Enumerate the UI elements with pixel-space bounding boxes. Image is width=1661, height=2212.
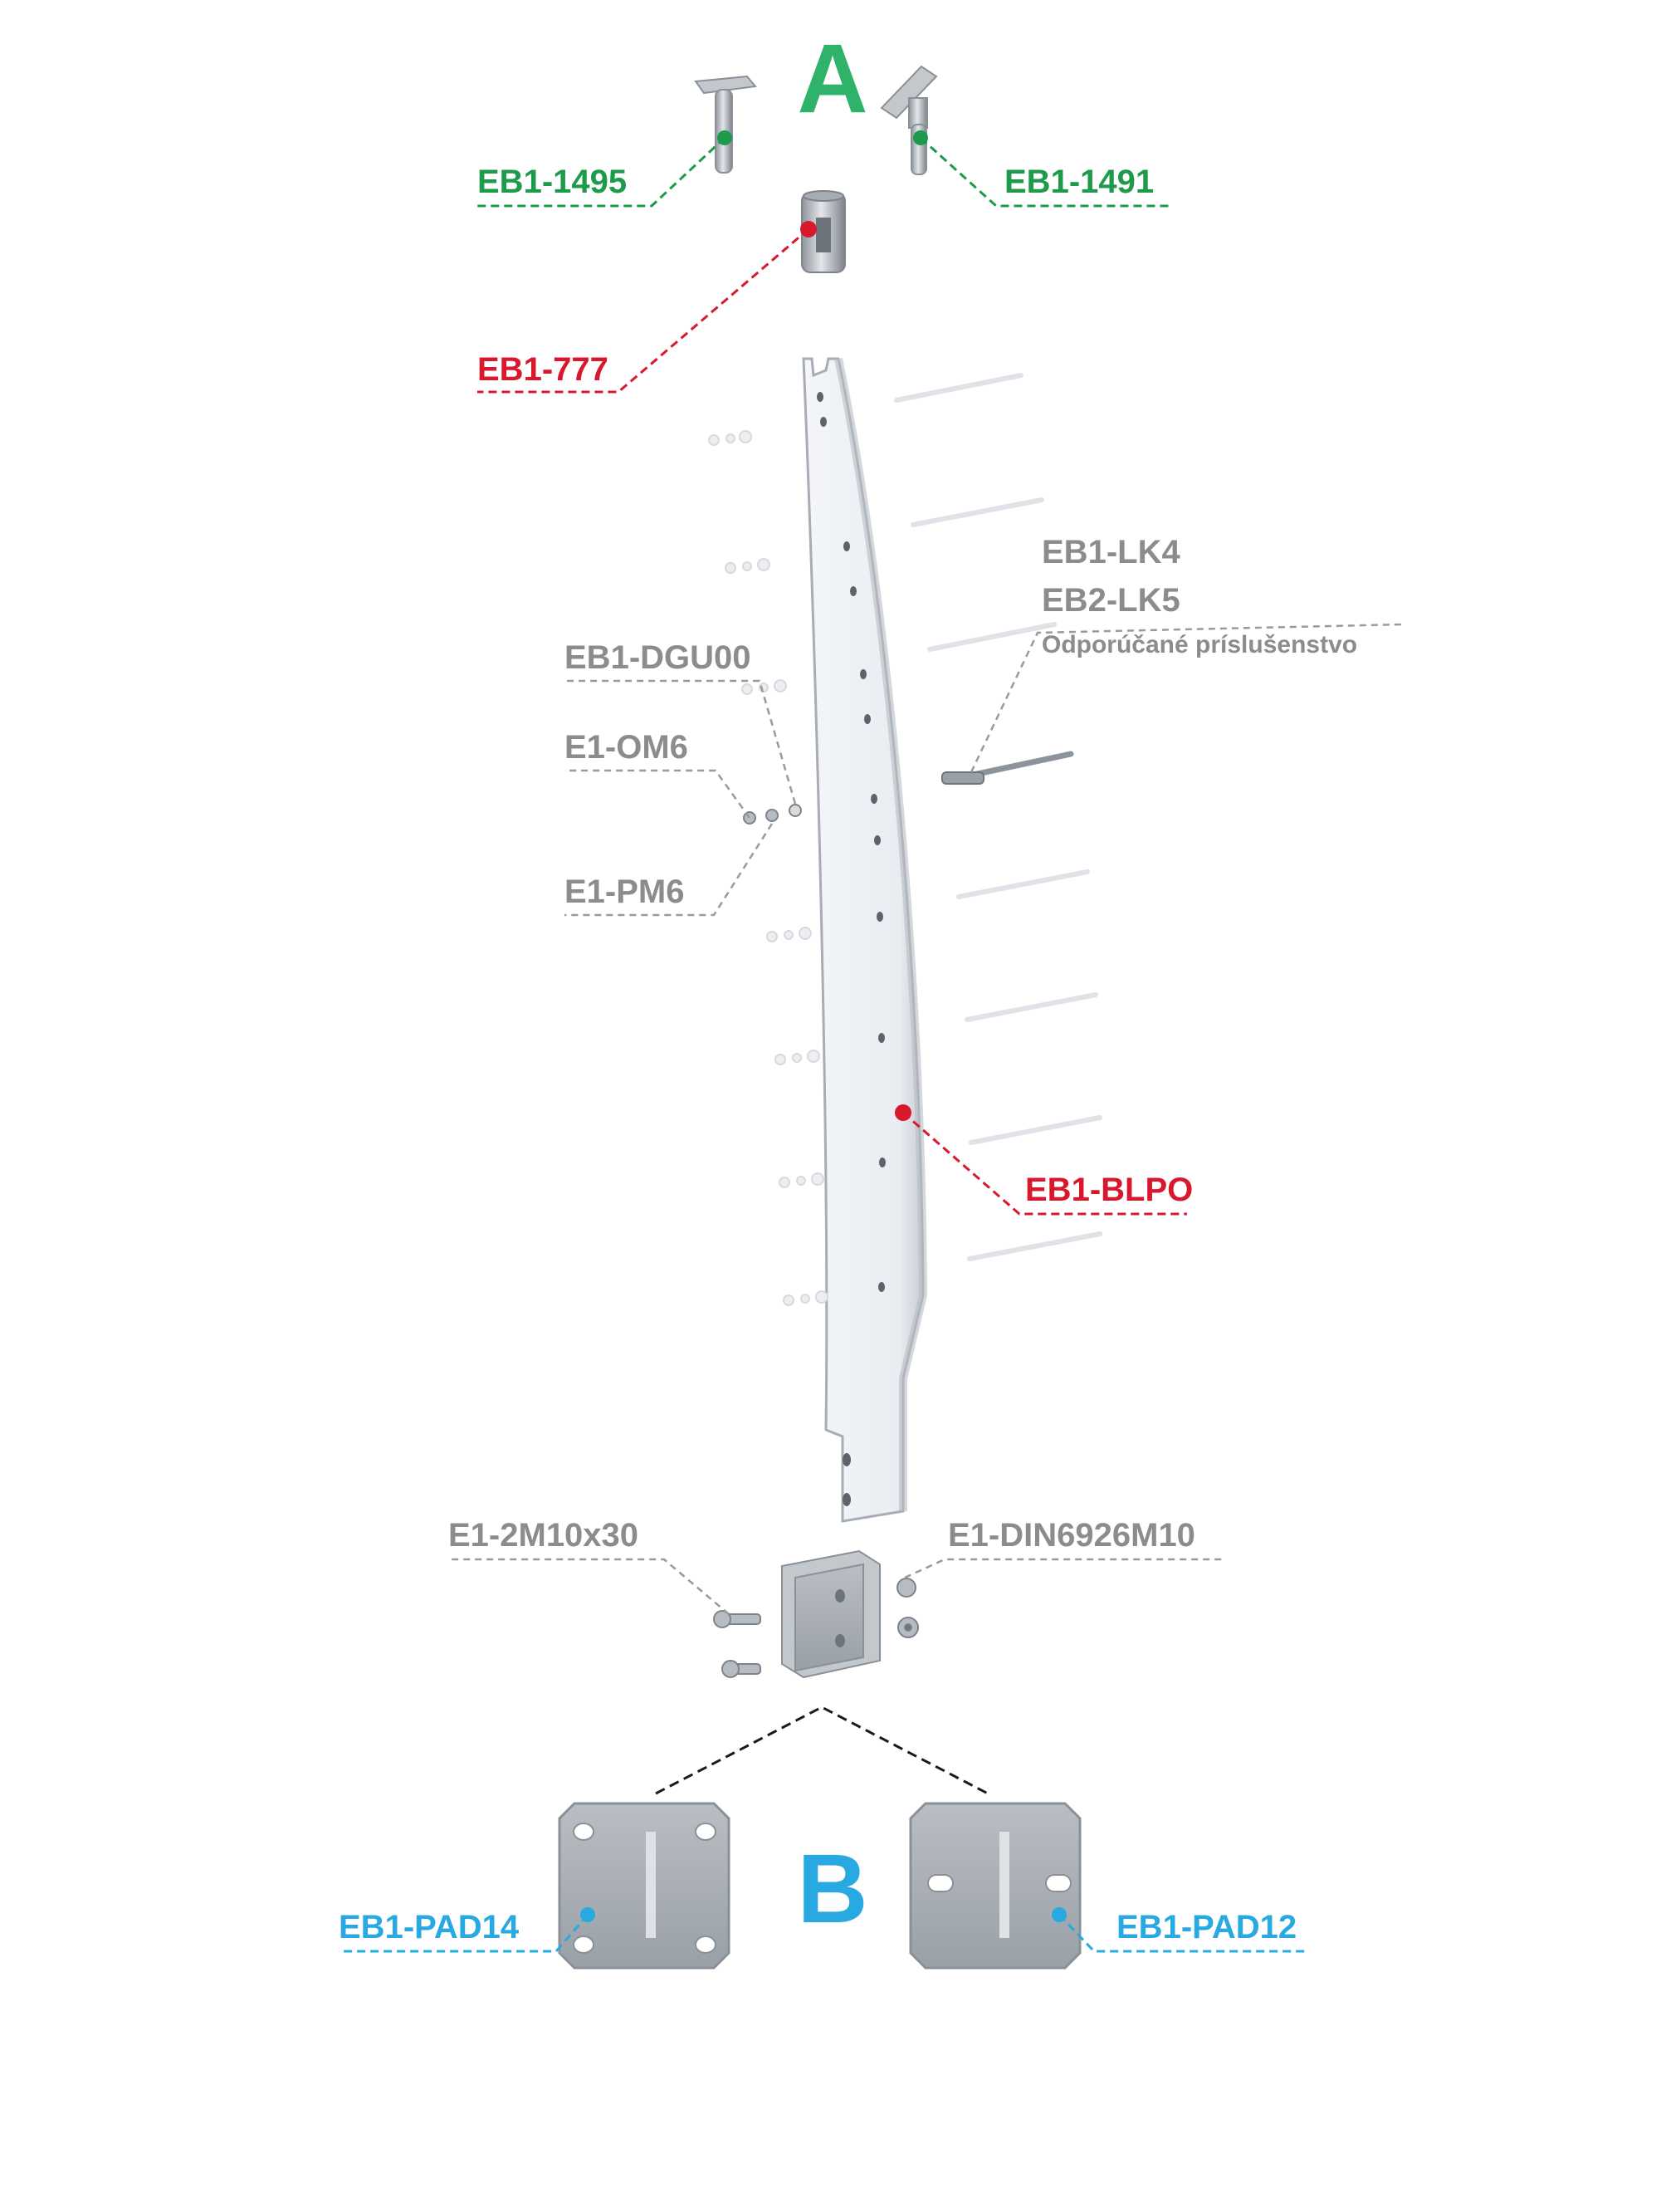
leader-line-eb1-pad12	[1058, 1913, 1307, 1953]
label-eb1-777: EB1-777	[477, 351, 608, 388]
handrail-holder-angled-part	[880, 65, 938, 175]
base-bracket-part	[781, 1549, 881, 1679]
rod-fittings-part	[743, 804, 802, 825]
label-eb1-1491: EB1-1491	[1004, 164, 1154, 200]
post-holes	[817, 392, 886, 1506]
leader-line-eb1-dgu00	[564, 679, 797, 805]
connector-lines-b	[655, 1705, 989, 1795]
marker-dot-eb1-blpo	[895, 1104, 911, 1121]
leader-line-e1-pm6	[564, 823, 774, 917]
leader-line-e1-din6926m10	[904, 1558, 1222, 1579]
ghost-rods	[894, 373, 1102, 1261]
leader-line-e1-2m10x30	[448, 1558, 730, 1615]
leader-line-eb1-blpo	[902, 1111, 1187, 1216]
ghost-fittings-left	[708, 430, 828, 1306]
label-eb1-lk4: EB1-LK4	[1042, 534, 1180, 570]
label-e1-2m10x30: E1-2M10x30	[448, 1517, 638, 1554]
label-e1-om6: E1-OM6	[564, 729, 688, 766]
label-eb1-pad12: EB1-PAD12	[1116, 1909, 1297, 1945]
section-a-letter: A	[797, 24, 867, 134]
leader-line-eb1-lk4	[970, 623, 1404, 773]
label-eb1-blpo: EB1-BLPO	[1025, 1172, 1193, 1208]
leader-line-eb1-1491	[919, 136, 1170, 208]
base-plate-pad12-part	[909, 1802, 1082, 1970]
curved-post-part	[802, 357, 928, 1523]
leader-line-eb1-1495	[477, 136, 726, 208]
label-eb1-pad14: EB1-PAD14	[339, 1909, 520, 1945]
label-e1-pm6: E1-PM6	[564, 874, 685, 910]
wire-rod-part	[941, 751, 1074, 785]
marker-dot-eb1-1491	[913, 130, 928, 145]
marker-dot-eb1-777	[800, 221, 817, 237]
label-recommended-accessories: Odporúčané príslušenstvo	[1042, 631, 1357, 658]
marker-dot-eb1-pad14	[580, 1907, 595, 1922]
leader-line-eb1-pad14	[339, 1914, 589, 1953]
label-eb1-1495: EB1-1495	[477, 164, 627, 200]
section-b-letter: B	[797, 1834, 867, 1944]
label-e1-din6926m10: E1-DIN6926M10	[948, 1517, 1195, 1554]
bolts-part	[713, 1610, 761, 1678]
marker-dot-eb1-1495	[717, 130, 732, 145]
label-eb2-lk5: EB2-LK5	[1042, 582, 1180, 619]
label-eb1-dgu00: EB1-DGU00	[564, 639, 751, 676]
marker-dot-eb1-pad12	[1052, 1907, 1067, 1922]
washers-part	[896, 1578, 919, 1638]
leader-line-eb1-777	[477, 228, 809, 394]
leader-line-e1-om6	[564, 769, 751, 819]
base-plate-pad14-part	[558, 1802, 730, 1970]
